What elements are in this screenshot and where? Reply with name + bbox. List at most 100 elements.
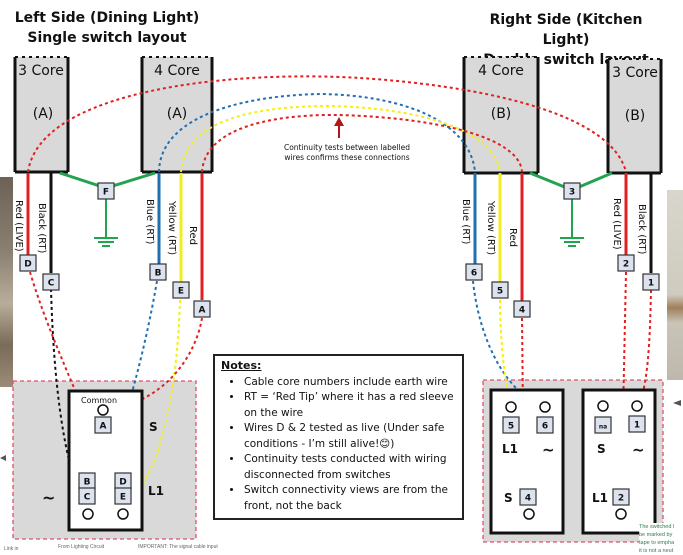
tag-label: F: [103, 188, 109, 198]
right-switch-plate-1: L1 ~ S: [489, 388, 565, 535]
up-arrow-icon: [334, 117, 344, 138]
tag-box: [94, 416, 112, 434]
tag-label: 3: [569, 188, 575, 198]
right-switch-plate-2: S ~ L1: [581, 388, 657, 535]
wire-label-right-red-live: Red (LIVE): [611, 198, 622, 250]
annotation-line2: wires confirms these connections: [284, 153, 410, 162]
terminal-common: [97, 404, 109, 416]
tag-box: [519, 488, 537, 506]
switch-label-tilde: ~: [42, 488, 55, 507]
footnote-important: IMPORTANT: The signal cable input: [138, 544, 218, 550]
switch-label-s: S: [597, 442, 606, 456]
footnote-from-lighting: From Lighting Circuit: [58, 544, 105, 550]
cable-id: (B): [625, 108, 646, 124]
tag-label: 4: [519, 306, 525, 316]
wire-label-left-blue: Blue (RT): [144, 199, 155, 245]
switch-label-tilde: ~: [542, 441, 555, 459]
pointer-arrow-right-icon: [673, 400, 681, 406]
switch-label-tilde: ~: [632, 441, 645, 459]
wire-label-right-blue: Blue (RT): [460, 199, 471, 245]
tag-label: 6: [471, 269, 477, 279]
footnote-green-note: The switched l be marked by tape to emph…: [639, 523, 683, 555]
tag-box: [491, 281, 509, 299]
tag-box: [172, 281, 190, 299]
note-item: Cable core numbers include earth wire: [243, 375, 456, 391]
switch-label-s: S: [504, 491, 513, 505]
wire-tag: 2: [612, 488, 630, 506]
tag-box: [19, 254, 37, 272]
cable-id: (A): [167, 106, 188, 122]
wire-label-left-red: Red: [187, 226, 198, 245]
dashed-right-6: [472, 280, 546, 409]
switch-label-l1: L1: [148, 484, 164, 498]
tag-label: 2: [623, 260, 629, 270]
terminal: [597, 400, 609, 412]
cable-label: 4 Core: [154, 63, 200, 79]
background-photo-right: [667, 190, 683, 380]
wire-tag: B: [149, 263, 167, 281]
cable-label: 3 Core: [18, 63, 64, 79]
wire-tag: 5: [502, 416, 520, 434]
switch-label-l1: L1: [592, 491, 608, 505]
tag-box: [149, 263, 167, 281]
tag-label: A: [100, 422, 107, 432]
wire-tag: 4: [519, 488, 537, 506]
wire-label-left-yellow: Yellow (RT): [166, 200, 177, 255]
notes-box: Notes: Cable core numbers include earth …: [213, 354, 464, 520]
tag-box: [513, 300, 531, 318]
wire-tag: 3: [563, 182, 581, 200]
left-title: Left Side (Dining Light) Single switch l…: [12, 8, 202, 48]
tag-label: B: [84, 478, 91, 488]
tag-box: [114, 487, 132, 505]
tag-box: [642, 273, 660, 291]
background-photo-left: [0, 177, 13, 387]
wire-tag: 2: [617, 254, 635, 272]
tag-label: 4: [525, 494, 531, 504]
switch-label-s: S: [149, 420, 158, 434]
tag-label: E: [178, 287, 184, 297]
tag-label: C: [84, 493, 91, 503]
wire-tag: 4: [513, 300, 531, 318]
wire-tag: D: [114, 472, 132, 490]
tag-label: na: [599, 424, 607, 431]
wire-tag: D: [19, 254, 37, 272]
green-note-line: The switched l: [639, 524, 675, 530]
cable-box-right-3core: 3 Core (B): [606, 58, 663, 175]
wire-tag: E: [114, 487, 132, 505]
wire-tag: A: [94, 416, 112, 434]
note-item: Wires D & 2 tested as live (Under safe c…: [243, 421, 456, 452]
tag-box: [193, 300, 211, 318]
right-title-line1: Right Side (Kitchen Light): [489, 12, 643, 48]
tag-box: [612, 488, 630, 506]
tag-label: 5: [508, 422, 514, 432]
notes-heading: Notes:: [221, 359, 262, 372]
tag-box: [97, 182, 115, 200]
cable-id: (B): [491, 106, 512, 122]
tag-box: [617, 254, 635, 272]
left-title-line1: Left Side (Dining Light): [14, 10, 200, 26]
cable-box-right-4core: 4 Core (B): [462, 56, 540, 175]
dashed-left-E: [123, 299, 181, 514]
footnote-link-in: Link in: [4, 546, 19, 552]
tag-label: A: [199, 306, 206, 316]
tag-label: D: [24, 260, 31, 270]
tag-box: [563, 182, 581, 200]
cable-id: (A): [33, 106, 54, 122]
terminal: [539, 401, 551, 413]
tag-label: E: [120, 493, 126, 503]
left-title-line2: Single switch layout: [27, 30, 187, 46]
continuity-annotation: Continuity tests between labelled wires …: [262, 143, 432, 163]
cable-box-left-4core: 4 Core (A): [140, 56, 214, 174]
wire-tag: 5: [491, 281, 509, 299]
annotation-line1: Continuity tests between labelled: [283, 143, 411, 152]
continuity-arc-A-4: [201, 113, 523, 173]
wire-tag: E: [172, 281, 190, 299]
terminal: [615, 508, 627, 520]
terminal-bottom-right: [117, 508, 129, 520]
green-note-line: tape to empha: [639, 540, 675, 546]
note-item: Switch connectivity views are from the f…: [243, 483, 456, 514]
continuity-arc-D-2: [27, 75, 627, 173]
switch-label-l1: L1: [502, 442, 518, 456]
